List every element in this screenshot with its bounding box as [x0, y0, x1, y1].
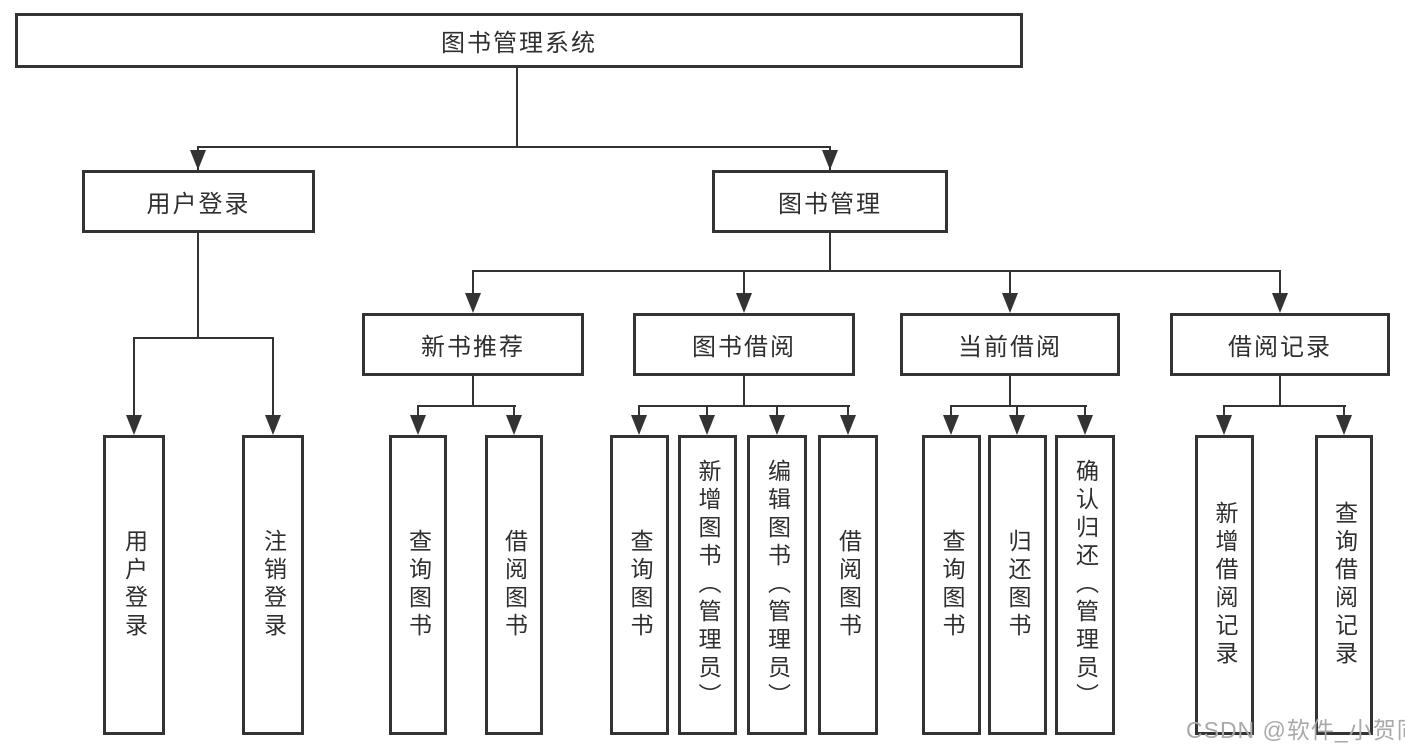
- connector-line: [516, 68, 518, 148]
- arrowhead-down-icon: [465, 293, 481, 313]
- arrowhead-down-icon: [1216, 415, 1232, 435]
- leaf-borrow-books-borrowing: 借阅图书: [818, 435, 878, 735]
- arrowhead-down-icon: [506, 415, 522, 435]
- node-borrowing-records: 借阅记录: [1170, 313, 1390, 376]
- node-label: 新增借阅记录: [1212, 501, 1238, 669]
- arrowhead-down-icon: [769, 415, 785, 435]
- node-label: 归还图书: [1005, 529, 1031, 641]
- arrowhead-down-icon: [1009, 415, 1025, 435]
- connector-line: [197, 233, 199, 339]
- connector-line: [513, 405, 515, 419]
- node-label: 查询图书: [627, 529, 653, 641]
- connector-line: [638, 405, 850, 407]
- connector-line: [197, 146, 831, 148]
- leaf-edit-book-admin: 编辑图书（管理员）: [747, 435, 807, 735]
- connector-line: [1016, 405, 1018, 419]
- arrowhead-down-icon: [190, 150, 206, 170]
- connector-line: [706, 405, 708, 419]
- node-label: 新书推荐: [421, 334, 525, 361]
- leaf-query-books-borrowing: 查询图书: [610, 435, 669, 735]
- node-new-book-recommendation: 新书推荐: [362, 313, 584, 376]
- node-label: 借阅记录: [1228, 334, 1332, 361]
- leaf-borrow-books-recommend: 借阅图书: [485, 435, 543, 735]
- arrowhead-down-icon: [943, 415, 959, 435]
- arrowhead-down-icon: [699, 415, 715, 435]
- connector-line: [1009, 270, 1011, 295]
- connector-line: [950, 405, 1087, 407]
- node-label: 借阅图书: [501, 529, 528, 641]
- arrowhead-down-icon: [265, 415, 281, 435]
- node-label: 查询图书: [405, 529, 432, 641]
- node-label: 图书借阅: [692, 334, 796, 361]
- node-label: 编辑图书（管理员）: [764, 459, 791, 711]
- connector-line: [472, 270, 1281, 272]
- connector-line: [847, 405, 849, 419]
- csdn-watermark: CSDN @软件_小贺同学: [1186, 717, 1405, 743]
- connector-line: [1223, 405, 1346, 407]
- arrowhead-down-icon: [1002, 293, 1018, 313]
- arrowhead-down-icon: [822, 150, 838, 170]
- connector-line: [1009, 376, 1011, 407]
- node-label: 新增图书（管理员）: [695, 459, 721, 711]
- node-book-management: 图书管理: [712, 170, 948, 233]
- leaf-add-borrow-record: 新增借阅记录: [1195, 435, 1254, 735]
- arrowhead-down-icon: [1336, 415, 1352, 435]
- connector-line: [1343, 405, 1345, 419]
- node-book-borrowing: 图书借阅: [633, 313, 855, 376]
- leaf-return-books: 归还图书: [988, 435, 1047, 735]
- leaf-logout: 注销登录: [242, 435, 304, 735]
- node-label: 查询借阅记录: [1331, 501, 1358, 669]
- connector-line: [417, 405, 516, 407]
- connector-line: [950, 405, 952, 419]
- arrowhead-down-icon: [1077, 415, 1093, 435]
- node-label: 查询图书: [939, 529, 965, 641]
- connector-line: [272, 337, 274, 417]
- connector-line: [417, 405, 419, 419]
- connector-line: [133, 337, 274, 339]
- arrowhead-down-icon: [840, 415, 856, 435]
- arrowhead-down-icon: [126, 415, 142, 435]
- leaf-add-book-admin: 新增图书（管理员）: [678, 435, 737, 735]
- arrowhead-down-icon: [1272, 293, 1288, 313]
- node-label: 用户登录: [146, 191, 251, 218]
- leaf-confirm-return-admin: 确认归还（管理员）: [1055, 435, 1115, 735]
- connector-line: [472, 376, 474, 407]
- connector-line: [1279, 270, 1281, 295]
- connector-line: [743, 376, 745, 407]
- connector-line: [776, 405, 778, 419]
- node-label: 图书管理: [778, 191, 882, 218]
- node-label: 图书管理系统: [441, 30, 597, 57]
- connector-line: [133, 337, 135, 417]
- leaf-query-books-current: 查询图书: [922, 435, 981, 735]
- node-user-login: 用户登录: [82, 170, 315, 233]
- arrowhead-down-icon: [736, 293, 752, 313]
- connector-line: [638, 405, 640, 419]
- connector-line: [472, 270, 474, 295]
- node-label: 注销登录: [260, 529, 287, 641]
- connector-line: [743, 270, 745, 295]
- connector-line: [1279, 376, 1281, 407]
- arrowhead-down-icon: [410, 415, 426, 435]
- leaf-user-login: 用户登录: [103, 435, 165, 735]
- arrowhead-down-icon: [631, 415, 647, 435]
- connector-line: [1084, 405, 1086, 419]
- connector-line: [1223, 405, 1225, 419]
- leaf-query-borrow-record: 查询借阅记录: [1315, 435, 1373, 735]
- node-label: 用户登录: [121, 529, 148, 641]
- node-label: 当前借阅: [958, 334, 1062, 361]
- node-library-management-system: 图书管理系统: [15, 13, 1023, 68]
- node-label: 借阅图书: [835, 529, 862, 641]
- node-current-borrowing: 当前借阅: [900, 313, 1120, 376]
- connector-line: [829, 233, 831, 272]
- leaf-query-books-recommend: 查询图书: [389, 435, 447, 735]
- node-label: 确认归还（管理员）: [1072, 459, 1099, 711]
